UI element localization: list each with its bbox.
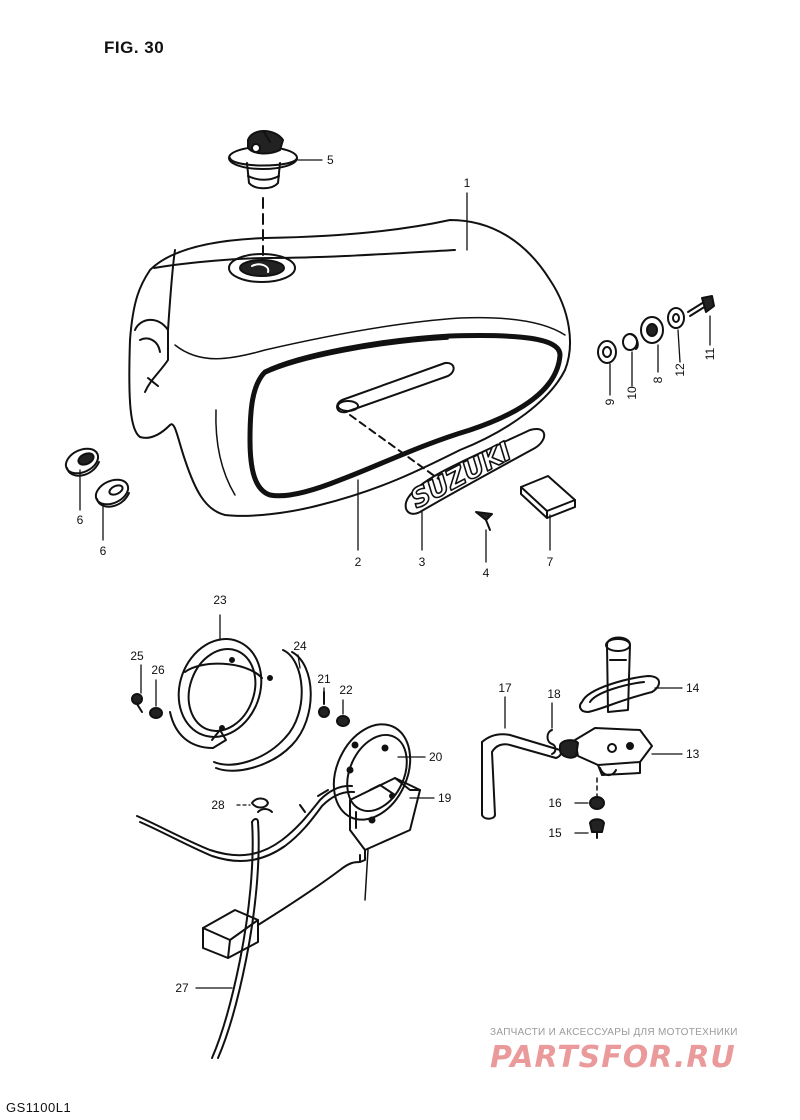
collar-10 xyxy=(622,333,639,351)
callout-8: 8 xyxy=(651,376,665,383)
leader-lines xyxy=(79,159,711,989)
fuel-tank xyxy=(128,219,571,517)
wire-clamp xyxy=(251,797,269,809)
emblem-screw xyxy=(475,511,493,531)
washer-16 xyxy=(589,796,605,810)
screw-15 xyxy=(589,818,605,839)
fuel-cock xyxy=(559,636,653,776)
callout-23: 23 xyxy=(213,593,227,607)
tank-cushion-front xyxy=(64,447,100,477)
fuel-cap xyxy=(228,130,298,190)
fuel-gauge-unit xyxy=(349,777,421,901)
callout-16: 16 xyxy=(548,796,562,810)
model-code: GS1100L1 xyxy=(6,1100,72,1115)
screw-21 xyxy=(318,691,330,718)
washer-12 xyxy=(667,307,685,329)
callout-13: 13 xyxy=(686,747,700,761)
watermark-logo: PARTSFOR.RU xyxy=(490,1040,736,1075)
callout-27: 27 xyxy=(175,981,189,995)
tank-filler-neck xyxy=(228,253,296,283)
watermark-subtitle: ЗАПЧАСТИ И АКСЕССУАРЫ ДЛЯ МОТОТЕХНИКИ xyxy=(490,1027,738,1038)
callout-19: 19 xyxy=(438,791,452,805)
callout-7: 7 xyxy=(547,555,554,569)
callout-11: 11 xyxy=(703,347,717,360)
callout-labels: 5 1 2 3 4 7 6 6 9 10 8 12 11 23 24 25 26… xyxy=(77,153,717,995)
callout-20: 20 xyxy=(429,750,443,764)
washer-22 xyxy=(336,715,350,727)
screw-25 xyxy=(131,693,143,713)
emblem-alignment-line xyxy=(349,414,441,481)
callout-18: 18 xyxy=(547,687,561,701)
callout-1: 1 xyxy=(464,176,471,190)
callout-24: 24 xyxy=(293,639,307,653)
callout-6-rear: 6 xyxy=(100,544,107,558)
callout-3: 3 xyxy=(419,555,426,569)
cushion-9 xyxy=(597,340,617,364)
callout-10: 10 xyxy=(625,386,639,400)
suzuki-emblem xyxy=(404,428,546,515)
callout-21: 21 xyxy=(317,672,331,686)
callout-12: 12 xyxy=(673,363,687,377)
gauge-float xyxy=(202,909,259,959)
callout-2: 2 xyxy=(355,555,362,569)
callout-5: 5 xyxy=(327,153,334,167)
gauge-float-arm xyxy=(211,818,361,1059)
callout-22: 22 xyxy=(339,683,353,697)
figure-title: FIG. 30 xyxy=(104,38,165,57)
fuel-gauge-plate xyxy=(332,723,412,824)
callout-14: 14 xyxy=(686,681,700,695)
callout-9: 9 xyxy=(603,398,617,405)
gauge-wire-harness xyxy=(136,784,355,862)
cushion-pad xyxy=(520,475,576,519)
hose-clip xyxy=(546,729,557,755)
grommet-8 xyxy=(640,316,664,344)
callout-4: 4 xyxy=(483,566,490,580)
side-panel-mark xyxy=(247,333,563,499)
callout-17: 17 xyxy=(498,681,512,695)
fuel-cock-gasket xyxy=(579,675,660,713)
bolt-11 xyxy=(687,295,715,317)
gauge-bracket xyxy=(169,638,273,749)
callout-26: 26 xyxy=(151,663,165,677)
gauge-gasket xyxy=(213,649,312,772)
callout-15: 15 xyxy=(548,826,562,840)
callout-6-front: 6 xyxy=(77,513,84,527)
callout-28: 28 xyxy=(211,798,225,812)
callout-25: 25 xyxy=(130,649,144,663)
washer-26 xyxy=(149,707,163,719)
tank-cushion-rear xyxy=(94,478,130,508)
